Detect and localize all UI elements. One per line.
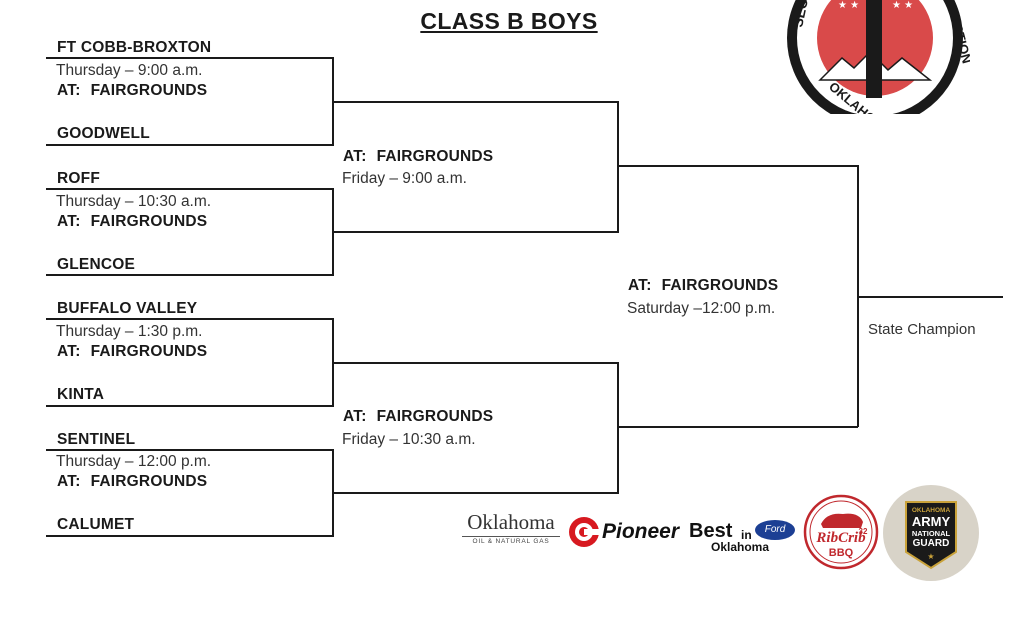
bracket-line [332,318,334,406]
guard-star-icon: ★ [927,552,934,561]
ford-logo: Ford [755,520,795,540]
bracket-line [46,318,334,320]
team-name: FT COBB-BROXTON [57,39,212,56]
venue-name: FAIRGROUNDS [90,473,208,490]
game-time: Thursday – 12:00 p.m. [56,453,212,470]
bracket-line [617,362,619,493]
guard-national-text: NATIONAL [912,529,951,538]
svg-text:★ ★: ★ ★ [892,0,913,11]
sponsor-pioneer: Pioneer [568,515,679,549]
ribcrib-number: 32 [859,527,868,536]
bracket-line [46,57,334,59]
sponsor-oklahoma-sub: OIL & NATURAL GAS [472,538,550,545]
game-time: Friday – 9:00 a.m. [342,170,467,187]
association-logo: ★ ★ ★ ★ SECO ASSOCIATION OKLAHOMA [787,0,970,114]
bracket-line [618,426,858,428]
bracket-line [332,449,334,536]
venue-label: AT: [57,343,81,360]
ribcrib-text: RibCrib [815,530,866,546]
game-venue: AT: FAIRGROUNDS [57,343,207,361]
game-time: Friday – 10:30 a.m. [342,431,476,448]
bracket-line [46,535,334,537]
sponsor-best-oklahoma: Oklahoma [711,540,770,554]
bracket-line [46,405,334,407]
bracket-line [617,101,619,232]
game-venue: AT: FAIRGROUNDS [343,148,493,166]
bracket-line [857,165,859,427]
venue-label: AT: [343,148,367,165]
game-time: Saturday –12:00 p.m. [627,300,776,317]
venue-name: FAIRGROUNDS [90,213,208,230]
bracket-line [332,188,334,275]
sponsor-oklahoma-oil-gas: Oklahoma OIL & NATURAL GAS [456,510,566,545]
svg-text:★ ★: ★ ★ [838,0,859,11]
venue-label: AT: [57,473,81,490]
venue-name: FAIRGROUNDS [90,82,208,99]
bracket-line [46,144,334,146]
game-venue: AT: FAIRGROUNDS [57,473,207,491]
venue-name: FAIRGROUNDS [376,408,494,425]
venue-label: AT: [57,213,81,230]
sponsor-army-national-guard: OKLAHOMA ARMY NATIONAL GUARD ★ [882,484,980,587]
page-title: CLASS B BOYS [420,8,598,34]
team-name: ROFF [57,170,100,187]
team-name: GOODWELL [57,125,150,142]
bracket-line [618,165,858,167]
bracket-line [333,492,619,494]
sponsor-ribcrib: RibCrib 32 BBQ [803,494,879,575]
game-venue: AT: FAIRGROUNDS [57,82,207,100]
sponsor-pioneer-text: Pioneer [602,520,680,543]
bracket-line [46,274,334,276]
bracket-line [333,231,619,233]
bracket-line [333,362,619,364]
game-time: Thursday – 10:30 a.m. [56,193,212,210]
champion-line [858,296,1003,298]
team-name: BUFFALO VALLEY [57,300,198,317]
sponsor-best-in: in [741,528,752,542]
team-name: KINTA [57,386,105,403]
venue-name: FAIRGROUNDS [376,148,494,165]
venue-name: FAIRGROUNDS [661,277,779,294]
ribcrib-bbq: BBQ [829,547,854,559]
champion-label: State Champion [868,321,976,338]
game-venue: AT: FAIRGROUNDS [57,213,207,231]
game-venue: AT: FAIRGROUNDS [343,408,493,426]
pioneer-swirl-icon [569,517,599,547]
team-name: CALUMET [57,516,135,533]
venue-label: AT: [57,82,81,99]
team-name: GLENCOE [57,256,136,273]
bracket-line [333,101,619,103]
sponsor-best-text: Best [689,520,733,542]
venue-label: AT: [343,408,367,425]
game-time: Thursday – 9:00 a.m. [56,62,203,79]
guard-army-text: ARMY [912,514,951,529]
team-name: SENTINEL [57,431,136,448]
bracket-line [46,188,334,190]
venue-name: FAIRGROUNDS [90,343,208,360]
game-venue: AT: FAIRGROUNDS [628,277,778,295]
bracket-line [332,57,334,145]
guard-guard-text: GUARD [913,538,950,549]
game-time: Thursday – 1:30 p.m. [56,323,203,340]
ford-logo-text: Ford [764,524,786,535]
sponsor-best-in-oklahoma: Best in Ford Oklahoma [689,514,797,564]
venue-label: AT: [628,277,652,294]
guard-top-text: OKLAHOMA [912,507,951,514]
sponsor-oklahoma-title: Oklahoma [467,510,555,534]
bracket-line [46,449,334,451]
